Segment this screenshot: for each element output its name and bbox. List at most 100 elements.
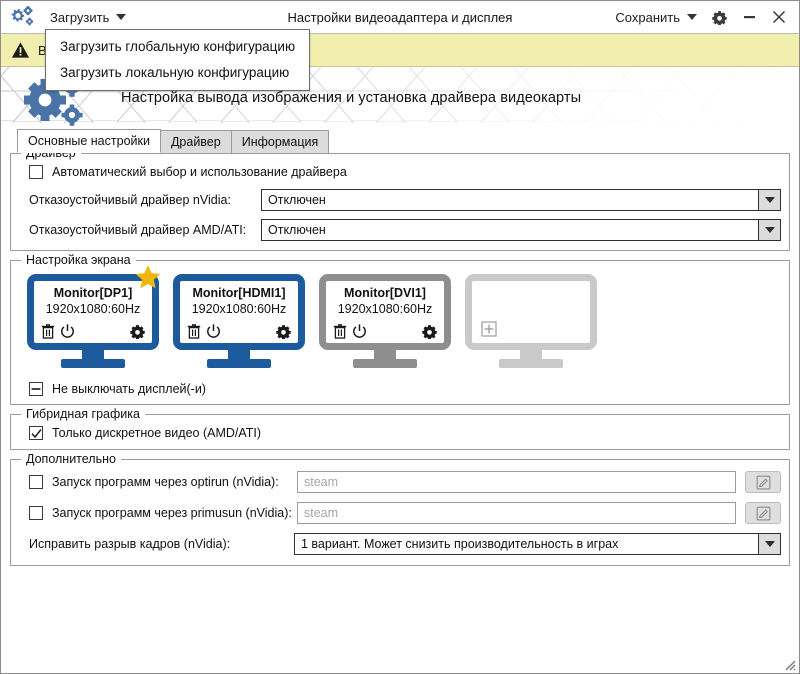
close-button[interactable] [765, 4, 793, 30]
nvidia-fallback-value: Отключен [268, 193, 326, 207]
gear-icon[interactable] [130, 324, 145, 339]
keep-display-on-checkbox[interactable] [29, 382, 43, 396]
power-icon[interactable] [60, 324, 75, 339]
optirun-label: Запуск программ через optirun (nVidia): [52, 475, 279, 489]
monitor-actions [481, 321, 581, 337]
hybrid-panel-legend: Гибридная графика [21, 407, 145, 421]
load-menu-button[interactable]: Загрузить [44, 7, 132, 28]
tearfix-label: Исправить разрыв кадров (nVidia): [29, 537, 231, 551]
hybrid-graphics-panel: Гибридная графика Только дискретное виде… [10, 407, 790, 450]
keep-display-on-row[interactable]: Не выключать дисплей(-и) [17, 382, 781, 396]
optirun-row: Запуск программ через optirun (nVidia): … [19, 471, 781, 493]
resize-grip-icon[interactable] [782, 657, 796, 671]
gear-icon[interactable] [276, 324, 291, 339]
warning-triangle-icon [11, 42, 30, 58]
trash-icon[interactable] [333, 324, 347, 339]
primusrun-edit-button[interactable] [745, 502, 781, 524]
load-menu-label: Загрузить [50, 9, 110, 25]
monitor-mode: 1920x1080:60Hz [337, 302, 433, 316]
screen-panel-legend: Настройка экрана [21, 253, 136, 267]
chevron-down-icon[interactable] [758, 220, 780, 240]
primusrun-checkbox[interactable] [29, 506, 43, 520]
tearfix-value: 1 вариант. Может снизить производительно… [301, 537, 619, 551]
save-menu-label: Сохранить [615, 9, 680, 25]
pencil-square-icon [756, 506, 770, 520]
menu-item-load-global[interactable]: Загрузить глобальную конфигурацию [60, 39, 296, 54]
amd-fallback-label: Отказоустойчивый драйвер AMD/ATI: [29, 223, 247, 237]
power-icon[interactable] [206, 324, 221, 339]
driver-panel: Драйвер Автоматический выбор и использов… [10, 153, 790, 251]
monitor-mode: 1920x1080:60Hz [191, 302, 287, 316]
monitor-screen: Monitor[HDMI1] 1920x1080:60Hz [173, 274, 305, 350]
monitor-base [61, 359, 125, 368]
tab-information[interactable]: Информация [230, 130, 330, 153]
monitor-neck [228, 350, 250, 359]
settings-gear-button[interactable] [705, 4, 733, 30]
discrete-only-checkbox[interactable] [29, 426, 43, 440]
plus-box-icon[interactable] [481, 321, 497, 337]
tearfix-combobox[interactable]: 1 вариант. Может снизить производительно… [294, 533, 781, 555]
main-content: Драйвер Автоматический выбор и использов… [1, 153, 799, 673]
chevron-down-icon[interactable] [758, 534, 780, 554]
optirun-checkbox[interactable] [29, 475, 43, 489]
optirun-placeholder: steam [304, 475, 339, 489]
titlebar-actions: Сохранить [609, 4, 793, 30]
monitor-card[interactable]: Monitor[DVI1] 1920x1080:60Hz [319, 274, 451, 368]
monitor-name: Monitor[DVI1] [344, 286, 426, 300]
monitor-card[interactable]: Monitor[DP1] 1920x1080:60Hz [27, 265, 161, 368]
gear-icon [711, 10, 727, 25]
extra-panel-legend: Дополнительно [21, 452, 121, 466]
auto-driver-label: Автоматический выбор и использование дра… [52, 165, 347, 179]
chevron-down-icon [687, 14, 697, 20]
monitor-card[interactable]: Monitor[HDMI1] 1920x1080:60Hz [173, 274, 305, 368]
screen-panel: Настройка экрана Monitor[DP1] 1920x1080:… [10, 253, 790, 405]
power-icon[interactable] [352, 324, 367, 339]
nvidia-fallback-row: Отказоустойчивый драйвер nVidia: Отключе… [19, 189, 781, 211]
gear-icon[interactable] [422, 324, 437, 339]
nvidia-fallback-label: Отказоустойчивый драйвер nVidia: [29, 193, 231, 207]
checkmark-icon [30, 428, 42, 438]
auto-driver-row[interactable]: Автоматический выбор и использование дра… [19, 165, 781, 179]
chevron-down-icon[interactable] [758, 190, 780, 210]
nvidia-fallback-combobox[interactable]: Отключен [261, 189, 781, 211]
monitor-list: Monitor[DP1] 1920x1080:60Hz [17, 265, 781, 374]
monitor-actions [187, 324, 291, 339]
monitor-actions [333, 324, 437, 339]
auto-driver-checkbox[interactable] [29, 165, 43, 179]
primusrun-input[interactable]: steam [297, 502, 736, 524]
amd-fallback-row: Отказоустойчивый драйвер AMD/ATI: Отключ… [19, 219, 781, 241]
tab-main-settings[interactable]: Основные настройки [17, 129, 161, 153]
close-icon [772, 10, 786, 24]
discrete-only-row[interactable]: Только дискретное видео (AMD/ATI) [19, 426, 781, 440]
monitor-screen: Monitor[DP1] 1920x1080:60Hz [27, 274, 159, 350]
driver-panel-legend: Драйвер [21, 153, 81, 160]
monitor-base [353, 359, 417, 368]
save-menu-button[interactable]: Сохранить [609, 7, 703, 28]
minimize-icon [743, 16, 755, 19]
primusrun-placeholder: steam [304, 506, 339, 520]
amd-fallback-value: Отключен [268, 223, 326, 237]
amd-fallback-combobox[interactable]: Отключен [261, 219, 781, 241]
optirun-input[interactable]: steam [297, 471, 736, 493]
monitor-actions [41, 324, 145, 339]
discrete-only-label: Только дискретное видео (AMD/ATI) [52, 426, 262, 440]
app-gears-icon [9, 6, 35, 28]
minimize-button[interactable] [735, 4, 763, 30]
monitor-mode: 1920x1080:60Hz [45, 302, 141, 316]
trash-icon[interactable] [187, 324, 201, 339]
tab-driver[interactable]: Драйвер [159, 130, 232, 153]
optirun-edit-button[interactable] [745, 471, 781, 493]
menu-item-load-local[interactable]: Загрузить локальную конфигурацию [60, 65, 290, 80]
monitor-name: Monitor[HDMI1] [192, 286, 286, 300]
primusrun-label: Запуск программ через primusun (nVidia): [52, 506, 292, 520]
monitor-screen [465, 274, 597, 350]
monitor-name: Monitor[DP1] [53, 286, 133, 300]
monitor-add-card[interactable] [465, 274, 597, 368]
monitor-neck [82, 350, 104, 359]
tab-bar: Основные настройки Драйвер Информация [1, 129, 799, 153]
load-dropdown-menu[interactable]: Загрузить глобальную конфигурацию Загруз… [45, 29, 311, 91]
monitor-base [207, 359, 271, 368]
trash-icon[interactable] [41, 324, 55, 339]
monitor-neck [374, 350, 396, 359]
